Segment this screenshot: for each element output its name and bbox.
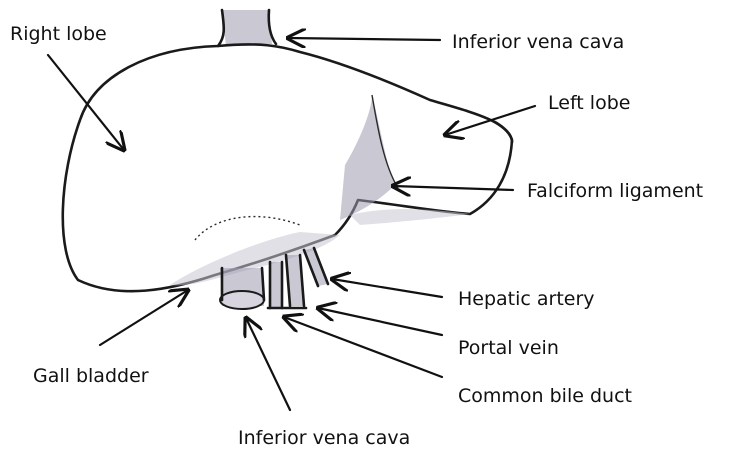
arrow-ivc-bottom <box>246 318 290 410</box>
ivc-bottom-opening <box>220 291 264 309</box>
arrow-gall-bladder <box>100 290 188 345</box>
label-ivc-top: Inferior vena cava <box>452 31 624 53</box>
label-left-lobe: Left lobe <box>548 92 630 114</box>
arrow-common-bile-duct <box>284 317 442 377</box>
label-ivc-bottom: Inferior vena cava <box>238 427 410 449</box>
arrow-left-lobe <box>445 106 535 135</box>
ivc-top-vessel <box>222 10 272 46</box>
arrow-portal-vein <box>318 308 442 335</box>
label-gall-bladder: Gall bladder <box>33 365 149 387</box>
common-bile-duct-vessel <box>270 262 282 308</box>
left-lobe-tip <box>495 122 512 142</box>
label-hepatic-artery: Hepatic artery <box>458 288 595 310</box>
arrow-ivc-top <box>288 38 440 40</box>
label-common-bile-duct: Common bile duct <box>458 385 632 407</box>
arrow-falciform <box>393 186 513 190</box>
label-portal-vein: Portal vein <box>458 337 559 359</box>
arrow-right-lobe <box>48 55 124 150</box>
liver-drawing <box>63 10 512 309</box>
arrow-hepatic-artery <box>332 279 442 297</box>
label-right-lobe: Right lobe <box>10 23 107 45</box>
ivc-top-left-edge <box>218 10 224 46</box>
labels: Right lobe Inferior vena cava Left lobe … <box>10 23 703 449</box>
falciform-ligament-shape <box>340 95 395 220</box>
label-falciform-ligament: Falciform ligament <box>527 180 703 202</box>
